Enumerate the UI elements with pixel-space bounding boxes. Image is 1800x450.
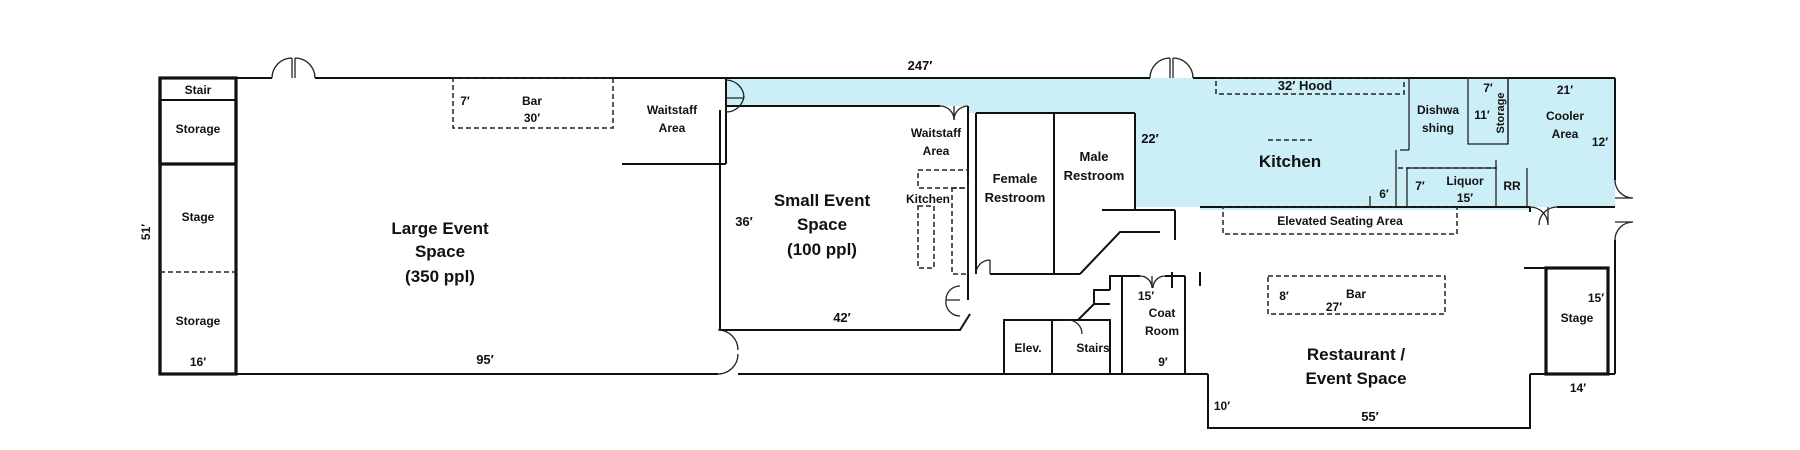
dim-bar-left-depth: 7′ (460, 94, 470, 108)
label-coat-2: Room (1145, 324, 1179, 338)
left-strip (158, 76, 238, 376)
label-restaurant-2: Event Space (1305, 369, 1406, 388)
dim-stage-right-w: 14′ (1570, 381, 1586, 395)
dim-overall-length: 247′ (908, 58, 933, 73)
label-male-2: Restroom (1064, 168, 1125, 183)
dim-bar-right-depth: 8′ (1279, 289, 1289, 303)
dim-small-event-depth: 36′ (735, 214, 753, 229)
stage-right-walls (1524, 266, 1610, 376)
labels: Stair Storage Stage Storage 16′ 51′ Larg… (139, 58, 1608, 424)
dim-small-event-length: 42′ (833, 310, 851, 325)
label-stair: Stair (185, 83, 212, 97)
label-dish-2: shing (1422, 121, 1454, 135)
dim-restaurant-depth: 10′ (1214, 399, 1230, 413)
label-storage-bottom: Storage (176, 314, 221, 328)
doors (271, 57, 1634, 375)
label-large-event-2: Space (415, 242, 465, 261)
dim-restaurant-length: 55′ (1361, 409, 1379, 424)
restroom-walls (975, 112, 1176, 275)
label-liquor: Liquor (1446, 174, 1484, 188)
label-restaurant-1: Restaurant / (1307, 345, 1406, 364)
label-stage-left: Stage (182, 210, 215, 224)
dim-step: 6′ (1379, 187, 1389, 201)
kitchen-walls (1200, 77, 1615, 212)
bar-left-outline (452, 77, 614, 129)
label-storage-top: Storage (176, 122, 221, 136)
label-coat-1: Coat (1149, 306, 1176, 320)
label-waitstaff-mid-2: Area (923, 144, 950, 158)
label-female-1: Female (993, 171, 1038, 186)
label-kitchen: Kitchen (1259, 152, 1321, 171)
label-elev: Elev. (1014, 341, 1041, 355)
kitchen-zone (726, 78, 1615, 210)
label-waitstaff-mid-1: Waitstaff (911, 126, 962, 140)
label-large-event-3: (350 ppl) (405, 267, 475, 286)
label-storage-right: Storage (1495, 93, 1507, 134)
label-female-2: Restroom (985, 190, 1046, 205)
label-waitstaff-left-2: Area (659, 121, 686, 135)
label-kitchenette: Kitchen (906, 192, 950, 206)
dim-large-event-length: 95′ (476, 352, 494, 367)
kitchenette-outline (917, 169, 969, 275)
label-small-event-1: Small Event (774, 191, 871, 210)
dim-bar-right-length: 27′ (1326, 300, 1342, 314)
label-dish-1: Dishwa (1417, 103, 1459, 117)
dim-liquor-length: 15′ (1457, 191, 1473, 205)
label-stage-right: Stage (1561, 311, 1594, 325)
label-bar-left: Bar (522, 94, 542, 108)
dim-coat-d: 15′ (1138, 289, 1154, 303)
label-cooler-1: Cooler (1546, 109, 1584, 123)
label-male-1: Male (1080, 149, 1109, 164)
bar-right-outline (1267, 275, 1446, 315)
label-large-event-1: Large Event (391, 219, 489, 238)
dim-stage-right-d: 15′ (1588, 291, 1604, 305)
dim-bar-left-length: 30′ (524, 111, 540, 125)
waitstaff-left-walls (622, 78, 940, 165)
dim-cooler-d: 12′ (1592, 135, 1608, 149)
small-event-walls (719, 106, 971, 331)
label-stairs: Stairs (1076, 341, 1110, 355)
label-bar-right: Bar (1346, 287, 1366, 301)
core-walls (1003, 272, 1201, 375)
label-small-event-2: Space (797, 215, 847, 234)
elevated-seating-outline (1222, 206, 1458, 235)
label-waitstaff-left-1: Waitstaff (647, 103, 698, 117)
dim-kitchen-depth: 22′ (1141, 131, 1159, 146)
label-small-event-3: (100 ppl) (787, 240, 857, 259)
dim-storage-d: 11′ (1474, 108, 1490, 122)
dim-storage-w: 7′ (1483, 81, 1493, 95)
label-cooler-2: Area (1552, 127, 1579, 141)
label-rr: RR (1503, 179, 1521, 193)
dim-cooler-w: 21′ (1557, 83, 1573, 97)
label-elevated-seating: Elevated Seating Area (1277, 214, 1403, 228)
dim-large-event-width: 16′ (190, 355, 206, 369)
dim-liquor-depth: 7′ (1415, 179, 1425, 193)
dim-coat-w: 9′ (1158, 355, 1168, 369)
dim-hood: 32′ Hood (1278, 78, 1332, 93)
dim-overall-width: 51′ (139, 224, 153, 240)
